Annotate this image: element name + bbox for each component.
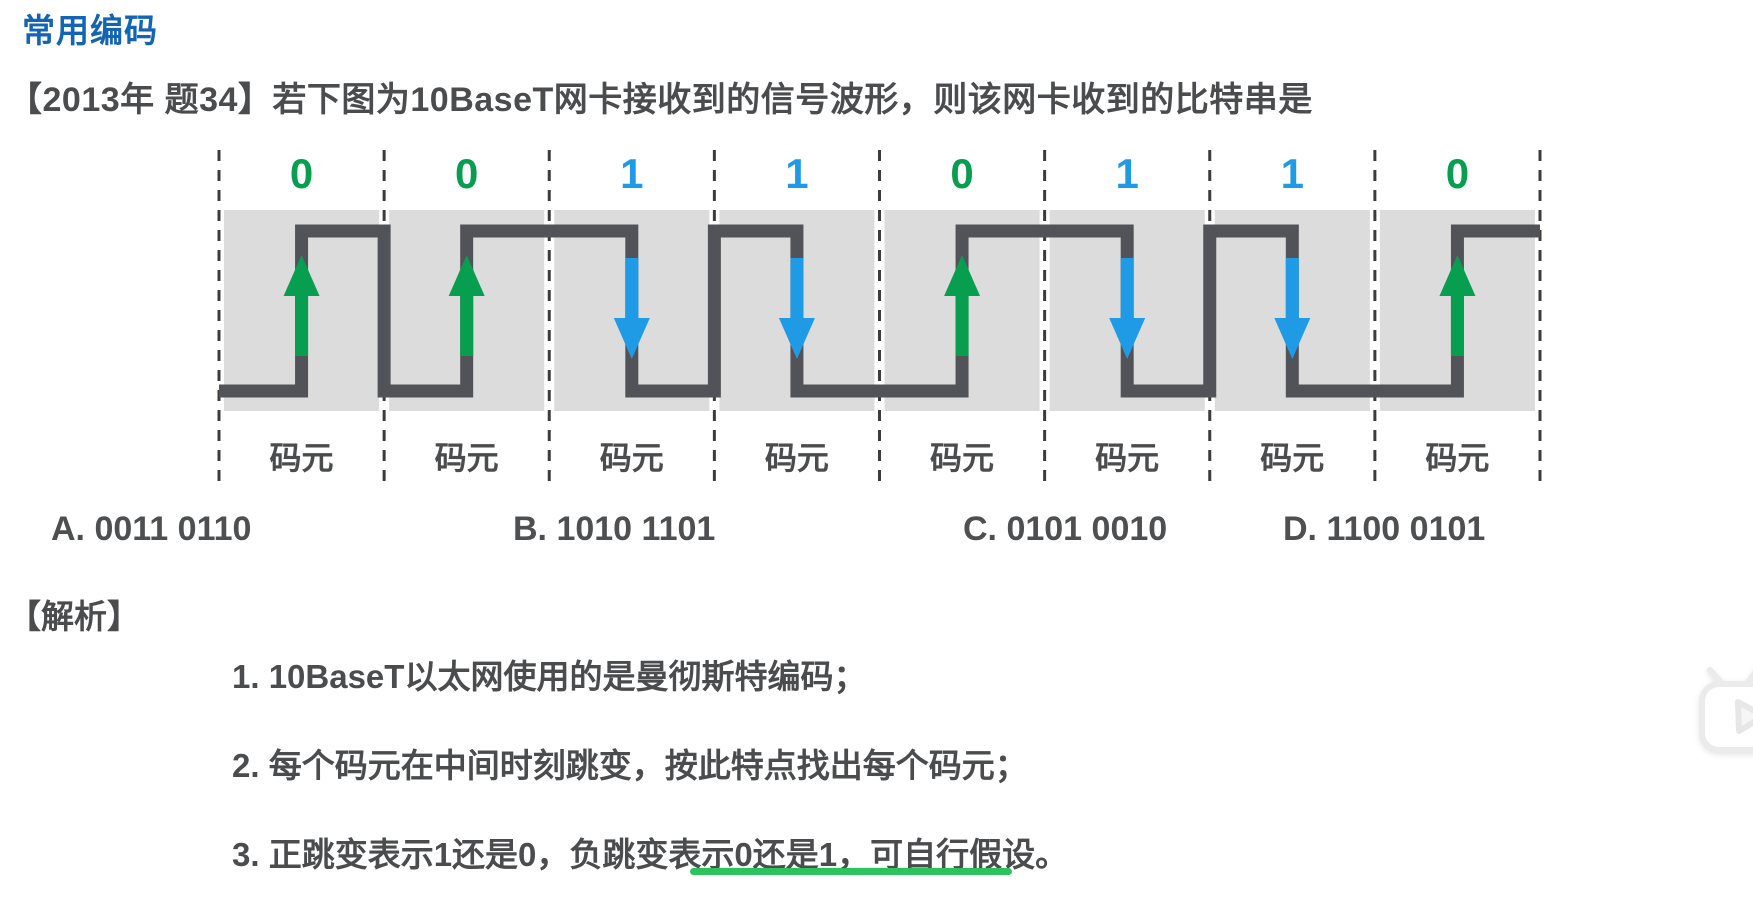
- up-arrow-icon: [295, 294, 309, 356]
- code-cell-label: 码元: [1095, 440, 1159, 476]
- code-cell-label: 码元: [435, 440, 499, 476]
- bit-label: 0: [455, 150, 478, 197]
- down-arrow-icon: [790, 258, 804, 320]
- up-arrow-icon: [1450, 294, 1464, 356]
- up-arrow-icon: [460, 294, 474, 356]
- manchester-waveform-diagram: 0 码元 0 码元 1 码元 1 码元 0 码元 1 码元 1 码元 0 码元: [217, 150, 1542, 482]
- down-arrow-icon: [778, 318, 815, 359]
- analysis-heading: 【解析】: [8, 598, 140, 635]
- down-arrow-icon: [613, 318, 650, 359]
- down-arrow-icon: [625, 258, 639, 320]
- page-title: 常用编码: [22, 12, 158, 49]
- bit-label: 1: [1116, 150, 1139, 197]
- analysis-item-1: 1. 10BaseT以太网使用的是曼彻斯特编码；: [232, 658, 867, 695]
- code-cell-label: 码元: [270, 440, 334, 476]
- down-arrow-icon: [1120, 258, 1134, 320]
- option-b: B. 1010 1101: [513, 510, 716, 548]
- down-arrow-icon: [1285, 258, 1299, 320]
- tv-play-icon: [1699, 667, 1753, 753]
- down-arrow-icon: [1274, 318, 1311, 359]
- bit-label: 0: [290, 150, 313, 197]
- up-arrow-icon: [448, 255, 485, 296]
- up-arrow-icon: [1439, 255, 1476, 296]
- up-arrow-icon: [283, 255, 320, 296]
- code-cell-label: 码元: [765, 440, 829, 476]
- bit-label: 0: [950, 150, 973, 197]
- analysis-item-2: 2. 每个码元在中间时刻跳变，按此特点找出每个码元；: [232, 747, 1028, 784]
- up-arrow-icon: [944, 255, 981, 296]
- code-cell-label: 码元: [600, 440, 664, 476]
- bit-label: 0: [1446, 150, 1469, 197]
- up-arrow-icon: [955, 294, 969, 356]
- bit-label: 1: [1281, 150, 1304, 197]
- code-cell-label: 码元: [1425, 440, 1489, 476]
- question-text: 【2013年 题34】若下图为10BaseT网卡接收到的信号波形，则该网卡收到的…: [8, 81, 1313, 119]
- bit-label: 1: [620, 150, 643, 197]
- video-progress-bar[interactable]: [690, 868, 1012, 875]
- bit-label: 1: [785, 150, 808, 197]
- option-a: A. 0011 0110: [51, 510, 252, 548]
- analysis-item-3: 3. 正跳变表示1还是0，负跳变表示0还是1，可自行假设。: [232, 836, 1069, 873]
- option-c: C. 0101 0010: [963, 510, 1168, 548]
- code-cell-label: 码元: [1260, 440, 1324, 476]
- code-cell-label: 码元: [930, 440, 994, 476]
- down-arrow-icon: [1109, 318, 1146, 359]
- analysis-list: 1. 10BaseT以太网使用的是曼彻斯特编码； 2. 每个码元在中间时刻跳变，…: [232, 650, 1068, 917]
- option-d: D. 1100 0101: [1283, 510, 1486, 548]
